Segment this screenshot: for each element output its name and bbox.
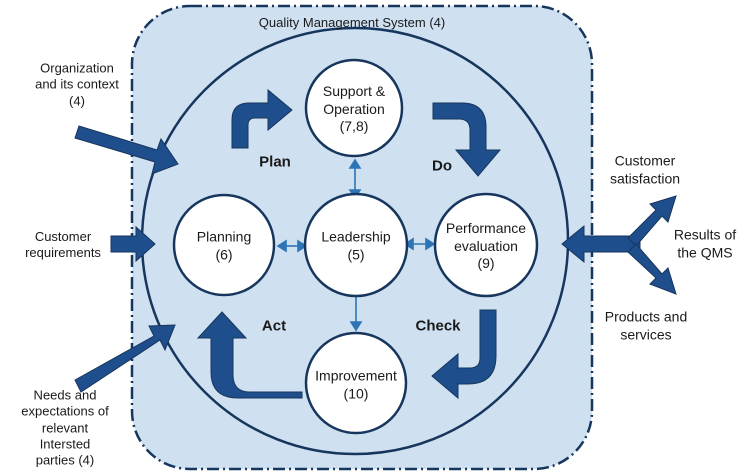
support-operation-line1: Support & <box>322 82 386 99</box>
organization-context-label: Organization and its context (4) <box>35 61 119 110</box>
act-arrow <box>196 311 303 399</box>
results-of-qms-label: Results of the QMS <box>674 227 736 262</box>
customer-requirements-line1: Customer <box>34 228 92 244</box>
planning-line1: Planning <box>196 228 252 245</box>
leadership-line1: Leadership <box>321 228 391 245</box>
performance-line2: evaluation <box>454 237 518 254</box>
improvement-line1: Improvement <box>315 367 397 384</box>
performance-evaluation-label: Performance evaluation (9) <box>446 220 526 273</box>
customer-satisfaction-output-arrow <box>627 195 677 247</box>
interested-parties-label: Needs and expectations of relevant Inter… <box>21 387 108 468</box>
planning-circle <box>172 193 276 297</box>
do-label: Do <box>432 157 452 175</box>
customer-satisfaction-line1: Customer <box>614 152 676 169</box>
products-line2: services <box>620 326 672 342</box>
organization-input-arrow <box>74 125 179 175</box>
performance-evaluation-circle <box>433 192 539 298</box>
support-operation-label: Support & Operation (7,8) <box>323 83 385 136</box>
improvement-label: Improvement (10) <box>315 368 397 403</box>
organization-line2: and its context <box>35 76 119 92</box>
customer-requirements-input-arrow <box>110 225 156 263</box>
results-line1: Results of <box>673 226 737 243</box>
performance-line1: Performance <box>445 219 527 236</box>
leadership-line2: (5) <box>347 246 365 262</box>
plan-arrow <box>231 88 293 149</box>
planning-label: Planning (6) <box>197 229 252 264</box>
check-label: Check <box>415 317 461 335</box>
products-line1: Products and <box>604 308 688 325</box>
plan-label: Plan <box>259 153 291 171</box>
needs-line5: parties (4) <box>35 452 95 468</box>
organization-line3: (4) <box>69 93 85 109</box>
improvement-circle <box>304 331 408 435</box>
support-operation-line3: (7,8) <box>339 117 369 134</box>
check-arrow <box>431 309 497 400</box>
organization-line1: Organization <box>40 60 114 76</box>
needs-line4: Intersted <box>39 436 91 452</box>
planning-line2: (6) <box>215 246 233 262</box>
results-line2: the QMS <box>677 244 733 260</box>
support-operation-circle <box>304 58 404 158</box>
customer-satisfaction-label: Customer satisfaction <box>610 153 680 188</box>
leadership-label: Leadership (5) <box>321 229 390 264</box>
needs-line3: relevant <box>41 419 89 435</box>
qms-title: Quality Management System (4) <box>258 14 446 30</box>
customer-satisfaction-line2: satisfaction <box>609 170 681 186</box>
improvement-line2: (10) <box>343 385 369 401</box>
performance-line3: (9) <box>477 254 495 271</box>
support-operation-line2: Operation <box>323 100 385 117</box>
needs-line2: expectations of <box>21 403 109 419</box>
products-services-label: Products and services <box>605 309 688 344</box>
do-arrow <box>432 102 502 177</box>
leadership-circle <box>303 192 409 298</box>
needs-input-arrow <box>74 324 176 393</box>
needs-line1: Needs and <box>33 387 97 403</box>
act-label: Act <box>261 317 287 335</box>
customer-requirements-line2: requirements <box>25 245 101 260</box>
qms-output-arrow <box>561 224 641 264</box>
products-output-arrow <box>627 243 677 295</box>
customer-requirements-label: Customer requirements <box>25 229 101 262</box>
